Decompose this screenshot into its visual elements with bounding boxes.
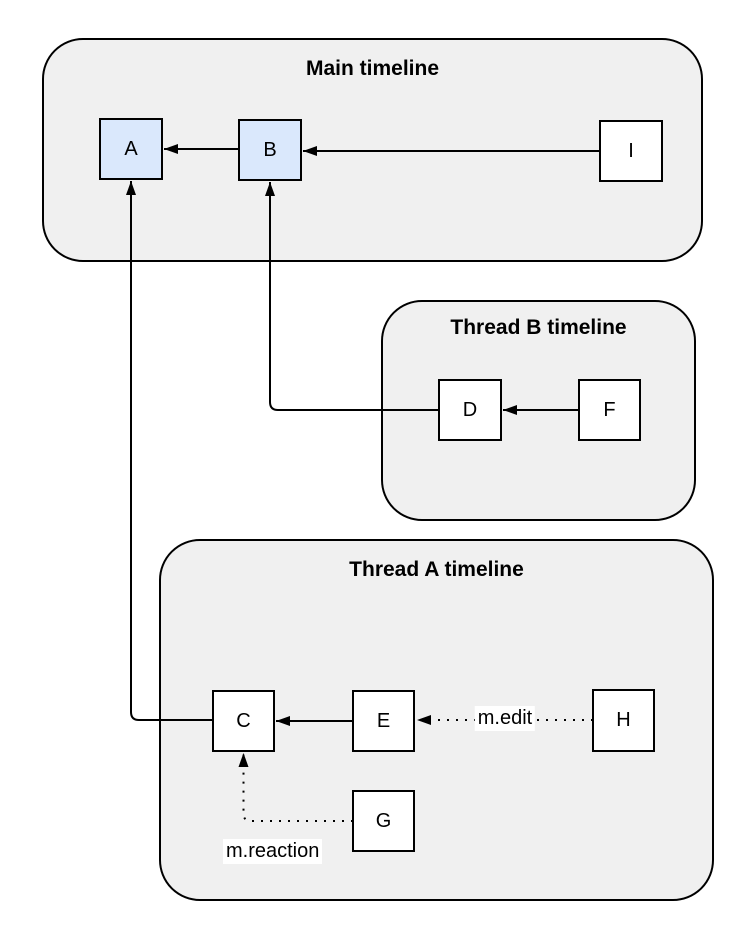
edge-c-to-a	[126, 181, 213, 721]
node-e	[352, 690, 415, 752]
edge-label-m-reaction: m.reaction	[223, 839, 323, 864]
node-label-f: F	[603, 398, 616, 421]
node-a	[99, 118, 163, 180]
node-g	[352, 790, 415, 852]
node-h	[592, 689, 655, 752]
node-label-i: I	[628, 139, 634, 162]
edge-d-to-b	[265, 182, 439, 411]
node-label-e: E	[376, 709, 391, 732]
node-f	[578, 379, 641, 441]
node-label-h: H	[616, 709, 631, 731]
node-label-g: G	[375, 809, 392, 832]
group-title-main-timeline: Main timeline	[305, 57, 440, 80]
node-i	[599, 120, 663, 182]
group-title-thread-b-timeline: Thread B timeline	[450, 316, 627, 339]
edge-label-m-edit: m.edit	[474, 706, 536, 731]
node-d	[438, 379, 502, 441]
group-title-thread-a-timeline: Thread A timeline	[349, 558, 524, 581]
node-label-d: D	[462, 398, 478, 421]
node-label-a: A	[124, 137, 138, 160]
node-label-b: B	[263, 138, 277, 161]
node-b	[238, 119, 302, 181]
node-c	[212, 690, 275, 752]
node-label-c: C	[236, 709, 251, 732]
